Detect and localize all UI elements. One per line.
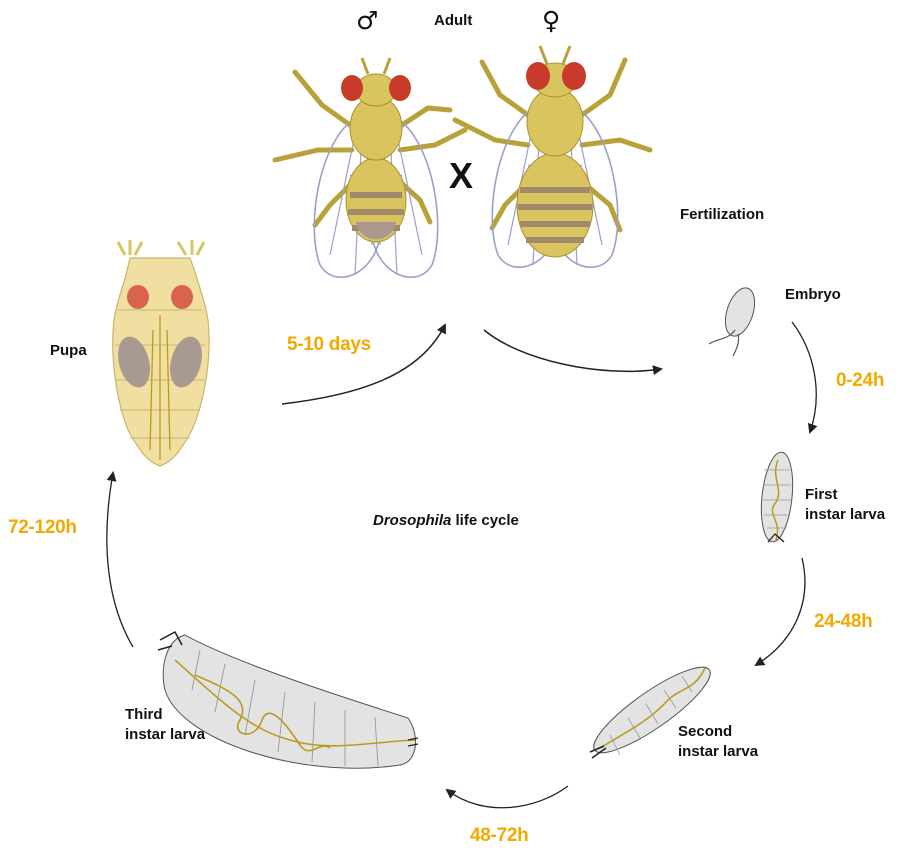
adult-label: Adult	[434, 11, 472, 30]
second-instar-label-line1: Second	[678, 722, 758, 742]
diagram-title: Drosophila life cycle	[373, 512, 519, 529]
arrow-third-to-pupa	[107, 473, 133, 647]
first-instar-larva-illustration	[757, 451, 796, 544]
arrow-adult-to-embryo	[484, 330, 661, 371]
duration-embryo-to-first: 0-24h	[836, 370, 884, 392]
female-fly-illustration	[455, 46, 650, 267]
cross-symbol: X	[449, 155, 473, 197]
third-instar-label-line1: Third	[125, 705, 205, 725]
male-symbol: ♂	[356, 8, 378, 34]
first-instar-label: First instar larva	[805, 485, 885, 525]
embryo-label: Embryo	[785, 285, 841, 304]
arrow-first-to-second	[756, 558, 805, 665]
duration-first-to-second: 24-48h	[814, 611, 872, 633]
second-instar-label: Second instar larva	[678, 722, 758, 762]
diagram-title-genus: Drosophila	[373, 512, 451, 529]
duration-pupa-to-adult: 5-10 days	[287, 334, 371, 356]
first-instar-label-line1: First	[805, 485, 885, 505]
diagram-title-rest: life cycle	[451, 512, 519, 529]
pupa-label: Pupa	[50, 341, 87, 360]
arrow-second-to-third	[447, 786, 568, 808]
pupa-illustration	[113, 240, 209, 466]
third-instar-label-line2: instar larva	[125, 725, 205, 745]
female-symbol: ♀	[542, 8, 560, 34]
duration-second-to-third: 48-72h	[470, 825, 528, 847]
second-instar-label-line2: instar larva	[678, 742, 758, 762]
male-fly-illustration	[275, 58, 465, 277]
embryo-illustration	[709, 284, 760, 356]
third-instar-larva-illustration	[158, 632, 418, 768]
first-instar-label-line2: instar larva	[805, 505, 885, 525]
arrow-embryo-to-first	[792, 322, 816, 432]
fertilization-label: Fertilization	[680, 205, 764, 224]
third-instar-label: Third instar larva	[125, 705, 205, 745]
duration-third-to-pupa: 72-120h	[8, 517, 77, 539]
